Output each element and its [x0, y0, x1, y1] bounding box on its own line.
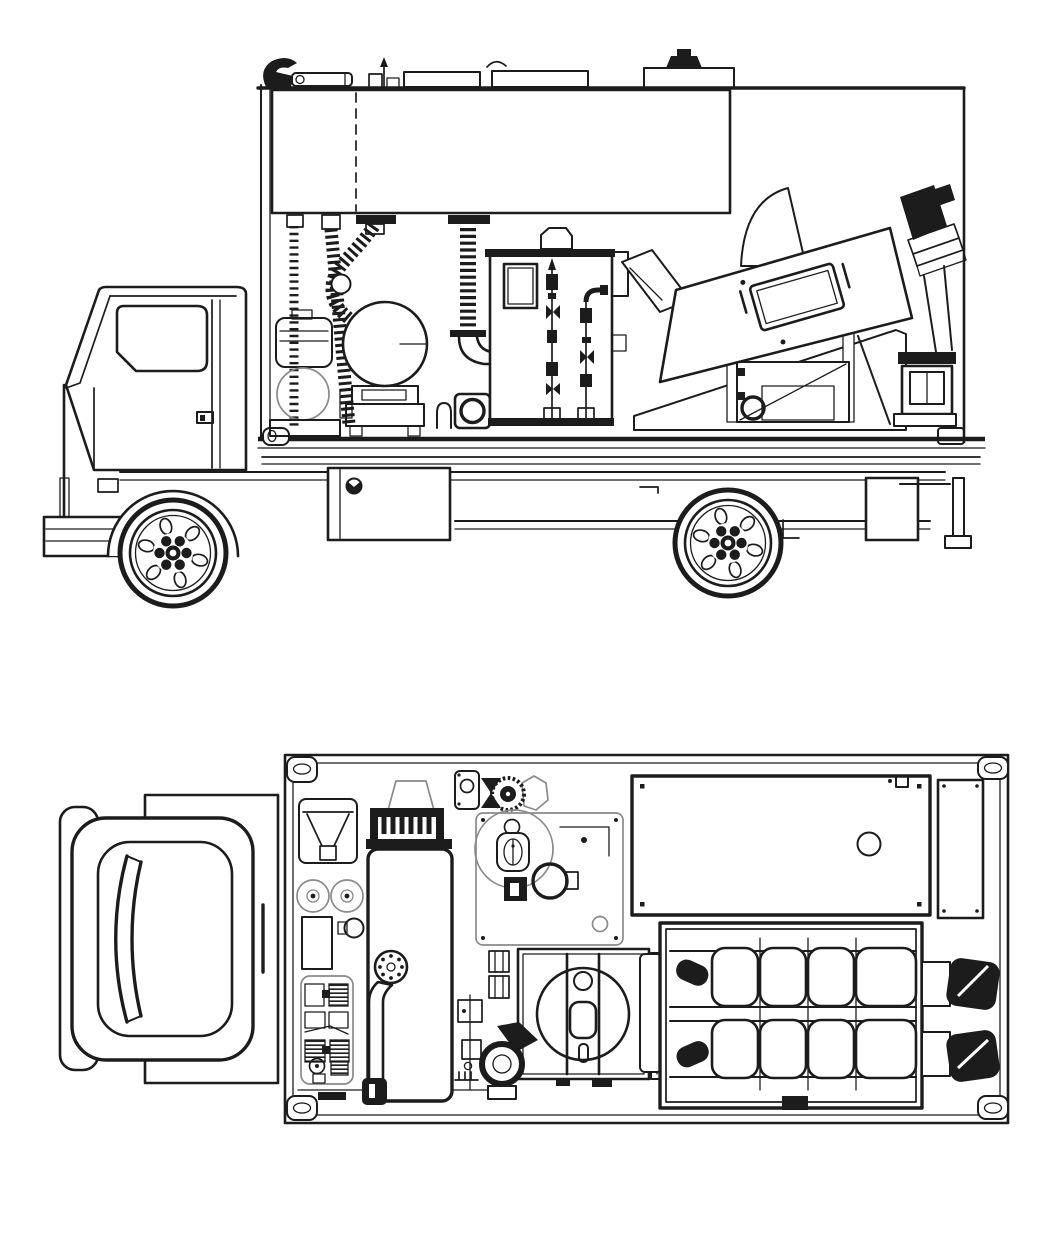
ladder-fittings — [488, 950, 510, 999]
support-frame — [633, 329, 907, 431]
fin-guard — [740, 187, 807, 267]
top-plan-view — [58, 753, 1010, 1125]
water-tank-plan — [630, 774, 932, 917]
top-rail-2 — [491, 70, 589, 88]
top-cylinder — [291, 72, 353, 87]
machine-hatch — [738, 262, 851, 332]
gauge-box — [453, 392, 492, 430]
roller-motors — [921, 958, 1000, 1082]
hose-junction — [330, 273, 352, 295]
rollers-row-1 — [710, 946, 918, 1008]
side-shelf-plan — [936, 778, 985, 920]
lift-handle — [486, 60, 507, 68]
inclined-machine — [658, 226, 914, 384]
pulleys-plan — [296, 879, 364, 913]
cap-fitting-plan — [337, 917, 365, 939]
pump-block-plan — [300, 975, 354, 1100]
hold-down-hook — [263, 57, 297, 87]
small-panel-plan — [301, 916, 333, 970]
chassis-frame — [119, 471, 946, 539]
piping-column — [454, 994, 483, 1091]
corrugated-hose-left — [324, 228, 356, 425]
mount-plate-plan — [474, 809, 624, 946]
corner-bracket-tl — [286, 756, 318, 783]
elbow-pipe-plan — [362, 949, 409, 1105]
rear-pedestal — [893, 352, 957, 427]
rear-support-leg — [899, 427, 972, 549]
valve-pipe-2 — [577, 285, 608, 421]
flue-duct — [611, 251, 629, 297]
corner-bracket-tr — [977, 756, 1009, 780]
side-elevation-view — [42, 49, 986, 606]
flanged-port — [531, 862, 579, 900]
top-rail-1 — [403, 71, 481, 88]
corner-bracket-br — [977, 1095, 1009, 1120]
boiler-cabinet — [485, 227, 629, 426]
left-bearings — [676, 959, 709, 1068]
cab-roof — [70, 816, 255, 1062]
door-handle — [196, 411, 214, 424]
rear-wheel — [675, 490, 781, 596]
valve-pipe-1 — [543, 258, 561, 421]
roller-conveyor-plan — [639, 921, 1000, 1110]
corner-bracket-bl — [286, 1095, 318, 1121]
toolbox — [326, 466, 452, 542]
pressure-vessel — [339, 300, 429, 437]
blower-housing — [516, 947, 651, 1087]
vent-pipe — [368, 57, 400, 89]
manhole — [856, 831, 882, 857]
rollers-row-2 — [710, 1018, 918, 1080]
hopper-plan — [298, 798, 358, 864]
front-wheel — [120, 500, 226, 606]
gear-pump-assembly — [454, 770, 549, 812]
ribbed-cooler — [366, 808, 452, 849]
roof-tank — [263, 49, 735, 235]
filler-cap — [643, 49, 735, 89]
drive-motor — [900, 184, 967, 353]
vertical-tank-plan — [362, 780, 454, 1105]
rear-equipment-box — [864, 476, 920, 542]
boiler-cap — [540, 227, 573, 250]
windshield-curve — [114, 854, 143, 1024]
flanged-elbow-plan — [479, 1022, 538, 1100]
cab-step — [97, 478, 119, 493]
support-motor — [740, 395, 766, 421]
inspection-window — [502, 262, 539, 310]
small-motor-plan — [496, 832, 530, 872]
side-window — [115, 304, 209, 373]
pipe-clamp — [436, 402, 452, 429]
cab-plan — [58, 793, 280, 1085]
compressor-unit — [269, 309, 341, 437]
